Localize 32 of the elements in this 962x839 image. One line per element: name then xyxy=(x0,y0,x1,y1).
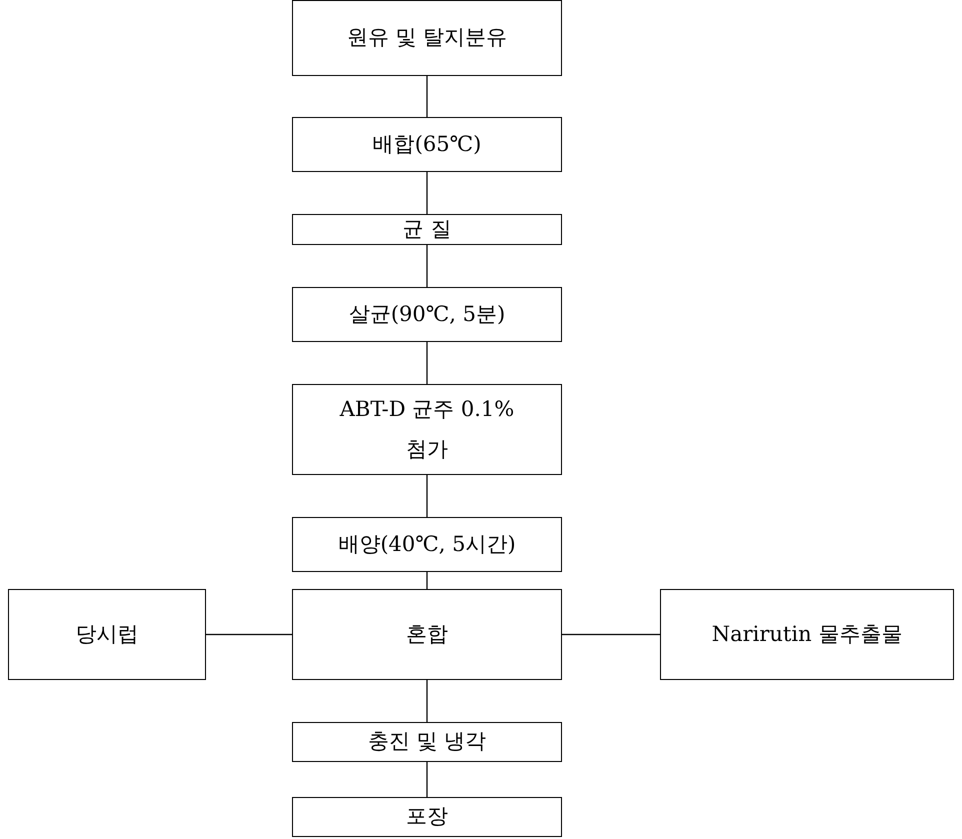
step-label: 혼합 xyxy=(405,620,449,648)
step-label: 포장 xyxy=(405,803,449,830)
process-box xyxy=(292,722,562,762)
process-box xyxy=(292,384,562,475)
connector-line xyxy=(206,634,292,636)
connector-line xyxy=(426,76,428,117)
process-box xyxy=(292,797,562,837)
connector-line xyxy=(426,172,428,214)
process-box xyxy=(8,589,206,680)
connector-line xyxy=(426,475,428,517)
process-box xyxy=(292,214,562,245)
step-label: 당시럽 xyxy=(74,620,140,648)
connector-line xyxy=(562,634,660,636)
step-label: 배합(65℃) xyxy=(372,130,482,158)
process-box xyxy=(292,589,562,680)
step-label: 살균(90℃, 5분) xyxy=(348,300,506,328)
step-label: 원유 및 탈지분유 xyxy=(346,24,508,52)
connector-line xyxy=(426,762,428,797)
process-box xyxy=(292,117,562,172)
step-label: 균 질 xyxy=(402,216,452,243)
connector-line xyxy=(426,342,428,384)
process-box xyxy=(292,517,562,572)
step-label: Narirutin 물추출물 xyxy=(710,620,904,648)
process-box xyxy=(292,0,562,76)
connector-line xyxy=(426,680,428,722)
connector-line xyxy=(426,572,428,589)
step-label: 배양(40℃, 5시간) xyxy=(337,530,517,558)
step-label: 충진 및 냉각 xyxy=(366,728,488,756)
connector-line xyxy=(426,245,428,287)
step-label: ABT-D 균주 0.1% 첨가 xyxy=(338,396,516,462)
process-box xyxy=(660,589,954,680)
process-box xyxy=(292,287,562,342)
